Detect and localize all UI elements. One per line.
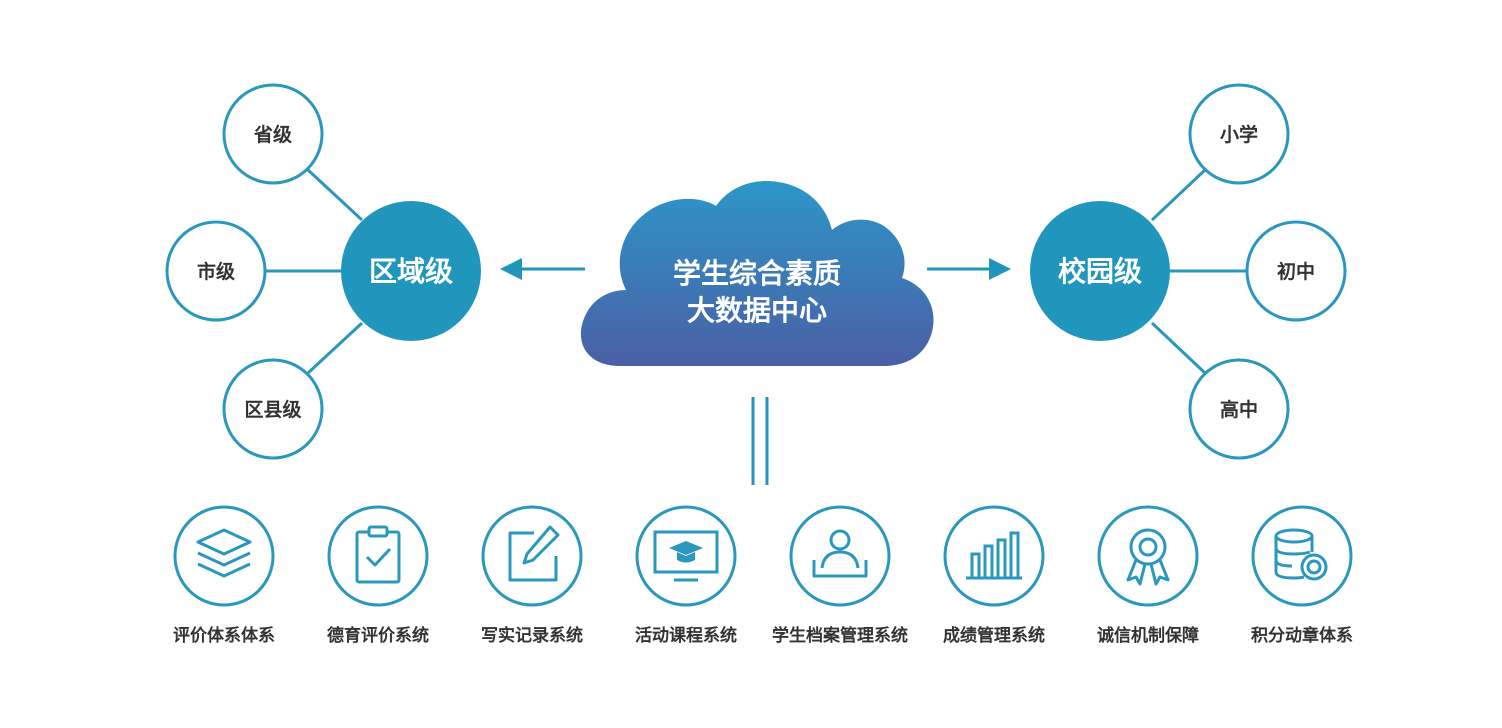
data-center-cloud: 学生综合素质 大数据中心 [580, 181, 934, 366]
left-hub-label: 区域级 [369, 255, 453, 288]
system-label: 成绩管理系统 [943, 625, 1045, 646]
monitor-graduation-icon [653, 530, 719, 582]
right-hub-label: 校园级 [1058, 255, 1142, 288]
left-child-nodes: 省级 市级 区县级 [165, 83, 324, 460]
node-high-label: 高中 [1220, 398, 1258, 421]
cloud-title-line1: 学生综合素质 [673, 257, 841, 290]
left-hub: 区域级 [341, 201, 481, 341]
node-primary: 小学 [1188, 83, 1290, 185]
system-moral-evaluation: 德育评价系统 [327, 505, 429, 646]
system-evaluation: 评价体系体系 [173, 505, 275, 646]
system-score: 成绩管理系统 [943, 505, 1045, 646]
edit-icon [508, 525, 560, 582]
bar-chart-icon [966, 531, 1022, 580]
node-middle: 初中 [1245, 220, 1347, 322]
system-label: 评价体系体系 [173, 625, 275, 646]
node-city-label: 市级 [197, 260, 235, 283]
vertical-connector [751, 397, 769, 485]
award-ribbon-icon [1126, 528, 1170, 586]
node-primary-label: 小学 [1220, 123, 1258, 146]
node-province: 省级 [222, 83, 324, 185]
clipboard-check-icon [355, 525, 401, 584]
system-label: 活动课程系统 [635, 625, 737, 646]
layers-icon [196, 528, 252, 578]
system-label: 诚信机制保障 [1097, 625, 1199, 646]
system-list: 评价体系体系 德育评价系统 写实记录系统 [173, 505, 1353, 646]
system-label: 积分动章体系 [1251, 625, 1353, 646]
system-record: 写实记录系统 [481, 505, 583, 646]
system-label: 写实记录系统 [481, 625, 583, 646]
right-hub: 校园级 [1030, 201, 1170, 341]
node-province-label: 省级 [253, 123, 292, 146]
arrow-left [500, 258, 585, 280]
right-child-nodes: 小学 初中 高中 [1188, 83, 1347, 460]
left-connectors [265, 168, 364, 375]
database-coin-icon [1274, 528, 1328, 581]
student-profile-icon [812, 529, 868, 578]
system-activity-course: 活动课程系统 [635, 505, 737, 646]
system-student-archive: 学生档案管理系统 [772, 505, 908, 646]
system-points-medal: 积分动章体系 [1251, 505, 1353, 646]
node-county: 区县级 [222, 358, 324, 460]
right-connectors [1150, 168, 1247, 375]
cloud-title-line2: 大数据中心 [687, 294, 827, 327]
node-city: 市级 [165, 220, 267, 322]
node-high: 高中 [1188, 358, 1290, 460]
node-middle-label: 初中 [1277, 260, 1315, 283]
system-label: 德育评价系统 [327, 625, 429, 646]
node-county-label: 区县级 [244, 398, 301, 421]
system-label: 学生档案管理系统 [772, 625, 908, 646]
system-integrity: 诚信机制保障 [1097, 505, 1199, 646]
arrow-right [927, 258, 1011, 280]
